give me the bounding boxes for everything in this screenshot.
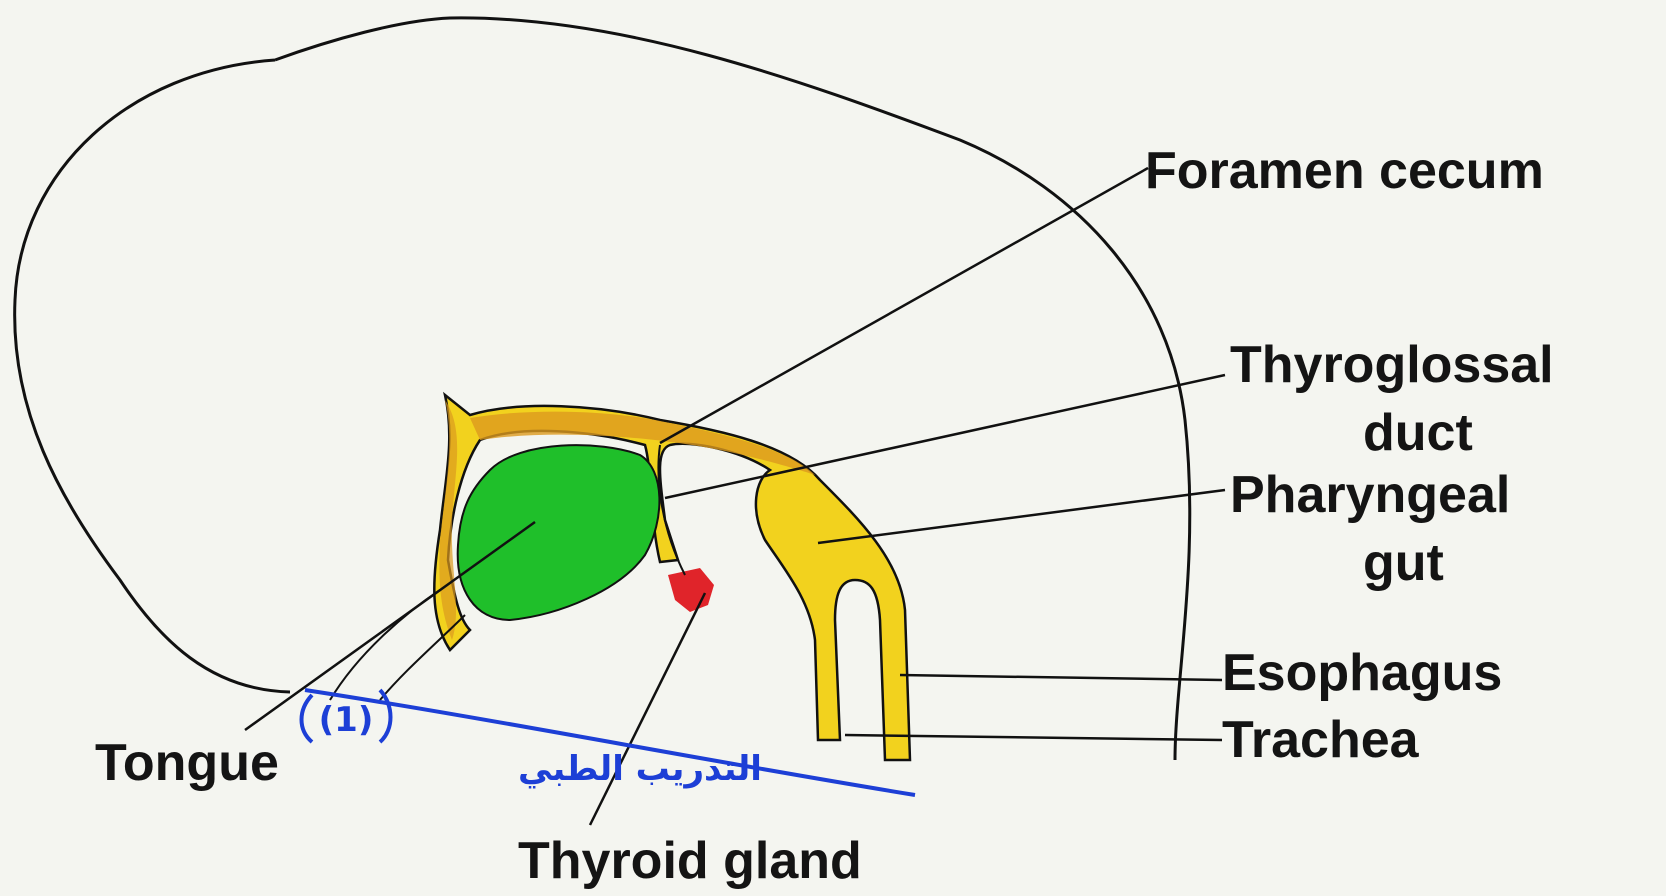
label-foramen-cecum: Foramen cecum — [1145, 142, 1544, 200]
leader-tongue — [245, 522, 535, 730]
label-tongue: Tongue — [95, 734, 279, 792]
handwritten-note: التدريب الطبي — [518, 749, 762, 789]
embryo-head-outline — [15, 18, 1190, 760]
label-thyroid-gland: Thyroid gland — [518, 832, 862, 890]
leader-esophagus — [900, 675, 1222, 680]
tongue-shape — [458, 445, 660, 620]
label-pharyngeal-gut-line2: gut — [1363, 534, 1444, 592]
label-thyroglossal-duct-line1: Thyroglossal — [1230, 336, 1554, 394]
thyroid-gland-shape — [668, 568, 714, 612]
label-thyroglossal-duct-line2: duct — [1363, 404, 1473, 462]
label-trachea: Trachea — [1222, 711, 1420, 769]
handwritten-mark: (1) — [319, 700, 374, 740]
leader-pharyngeal-gut — [818, 490, 1225, 543]
label-pharyngeal-gut-line1: Pharyngeal — [1230, 466, 1510, 524]
leader-thyroid-gland — [590, 593, 705, 825]
leader-foramen-cecum — [660, 168, 1148, 443]
tongue-strand-1 — [330, 590, 440, 700]
label-esophagus: Esophagus — [1222, 644, 1502, 702]
